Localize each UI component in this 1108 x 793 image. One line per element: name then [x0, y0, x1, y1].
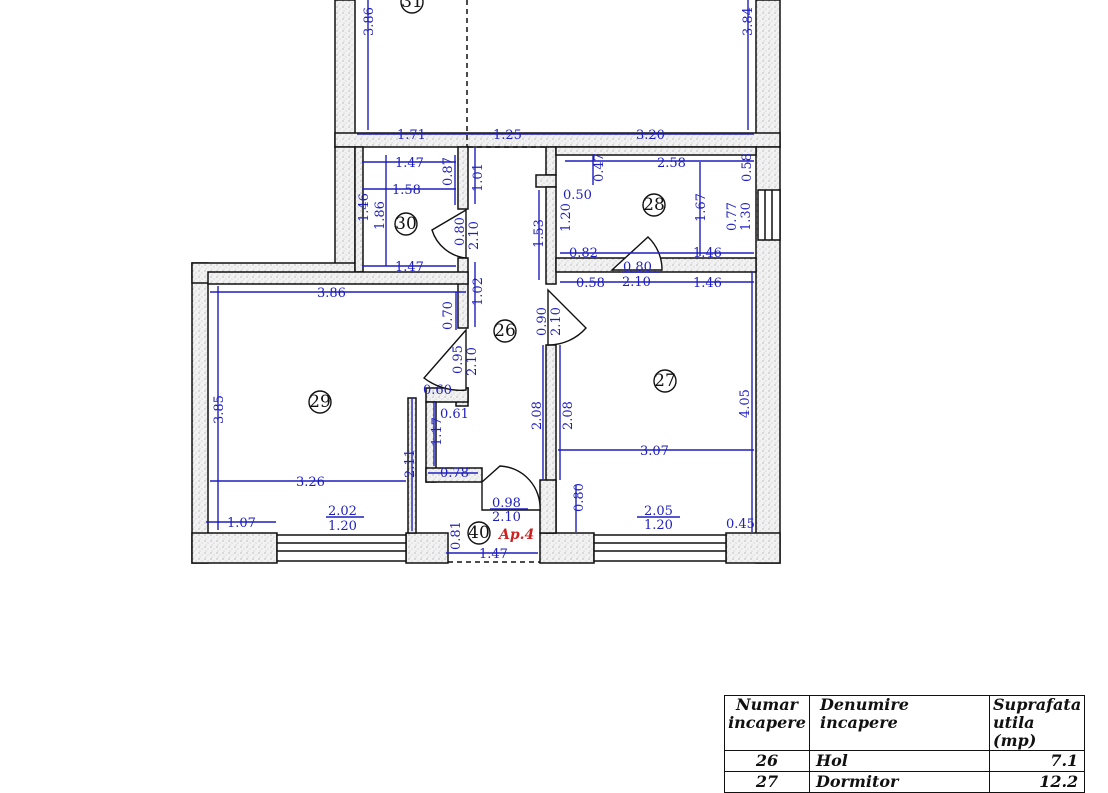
dim-label: 2.10	[467, 221, 482, 250]
room-27-number: 27	[654, 371, 676, 391]
room-26-number: 26	[494, 321, 516, 341]
dim-label: 1.46	[693, 246, 722, 261]
dim-label: 1.20	[559, 203, 574, 232]
dim-label: 1.86	[373, 201, 388, 230]
room-28-number: 28	[643, 195, 665, 215]
dim-label: 1.20	[328, 519, 357, 534]
dim-label: 0.81	[449, 521, 464, 550]
dim-label: 1.47	[479, 547, 508, 562]
legend-header-name: Denumire incapere	[809, 695, 990, 751]
legend-header-area: Suprafata utila (mp)	[988, 695, 1086, 751]
legend-header-area-line1: Suprafata	[993, 695, 1082, 714]
dim-label: 0.80	[623, 260, 652, 275]
apartment-label: Ap.4	[497, 527, 534, 543]
dim-label: 0.50	[563, 188, 592, 203]
dim-label: 0.95	[451, 345, 466, 374]
dim-label: 1.20	[644, 518, 673, 533]
dim-label: 2.08	[530, 401, 545, 430]
dim-label: 3.85	[212, 395, 227, 424]
dim-label: 0.80	[453, 217, 468, 246]
dim-label: 1.46	[693, 276, 722, 291]
dim-label: 0.60	[423, 383, 452, 398]
dim-label: 2.02	[328, 504, 357, 519]
dim-label: 1.47	[395, 156, 424, 171]
dim-label: 0.87	[441, 157, 456, 186]
table-row: 27 Dormitor 12.2	[724, 771, 1086, 793]
legend-header-name-line1: Denumire	[820, 695, 909, 714]
dim-label: 2.10	[622, 275, 651, 290]
dim-label: 1.46	[357, 193, 372, 222]
table-row: 26 Hol 7.1	[724, 750, 1086, 772]
dim-label: 2.10	[549, 307, 564, 336]
dim-label: 1.30	[739, 202, 754, 231]
room-31-number: 31	[401, 0, 423, 12]
dimension-lines	[206, 0, 754, 554]
dim-label: 0.82	[569, 246, 598, 261]
dim-label: 2.05	[644, 504, 673, 519]
legend-header-number-line2: incapere	[728, 713, 806, 732]
dim-label: 1.58	[392, 183, 421, 198]
dim-label: 1.17	[430, 417, 445, 446]
dim-label: 0.47	[592, 153, 607, 182]
legend-header-area-line2: utila (mp)	[993, 713, 1037, 750]
open-boundaries	[448, 0, 546, 563]
dim-label: 1.47	[395, 260, 424, 275]
dim-label: 0.80	[572, 483, 587, 512]
dim-label: 2.58	[657, 156, 686, 171]
windows	[276, 189, 781, 562]
room-legend-table: Numar incapere Denumire incapere Suprafa…	[724, 695, 1086, 793]
dim-label: 3.20	[636, 128, 665, 143]
room-40-number: 40	[468, 523, 490, 543]
dim-label: 1.71	[397, 128, 426, 143]
dim-label: 0.90	[535, 307, 550, 336]
dim-label: 2.10	[492, 510, 521, 525]
dim-label: 0.70	[441, 301, 456, 330]
dim-label: 1.01	[471, 163, 486, 192]
legend-header-row: Numar incapere Denumire incapere Suprafa…	[724, 695, 1086, 751]
dim-label: 3.26	[296, 475, 325, 490]
dim-label: 0.78	[440, 466, 469, 481]
dim-label: 2.11	[403, 449, 418, 478]
dim-label: 3.86	[362, 7, 377, 36]
dim-label: 2.10	[465, 347, 480, 376]
legend-room-name: Dormitor	[809, 771, 990, 793]
legend-room-area: 12.2	[988, 771, 1086, 793]
legend-header-number: Numar incapere	[724, 695, 810, 751]
dim-label: 0.77	[725, 202, 740, 231]
dim-label: 3.84	[741, 7, 756, 36]
dimension-labels: 3.86 3.84 1.71 1.25 3.20 1.47 0.87 1.58 …	[212, 7, 756, 562]
dim-label: 0.58	[740, 153, 755, 182]
legend-room-area: 7.1	[988, 750, 1086, 772]
dim-label: 1.53	[532, 219, 547, 248]
room-29-number: 29	[309, 392, 331, 412]
dim-label: 3.86	[317, 286, 346, 301]
dim-label: 1.67	[694, 193, 709, 222]
legend-header-number-line1: Numar	[736, 695, 798, 714]
room-30-number: 30	[395, 214, 417, 234]
legend-room-number: 27	[724, 771, 810, 793]
dim-label: 1.02	[471, 277, 486, 306]
dim-label: 0.98	[492, 496, 521, 511]
exterior-walls	[191, 0, 781, 564]
dim-label: 4.05	[738, 389, 753, 418]
dim-label: 2.08	[561, 401, 576, 430]
dim-label: 0.61	[440, 407, 469, 422]
legend-room-name: Hol	[809, 750, 990, 772]
dim-label: 0.58	[576, 276, 605, 291]
dim-label: 1.07	[227, 516, 256, 531]
dim-label: 0.45	[726, 517, 755, 532]
dim-label: 3.07	[640, 444, 669, 459]
room-markers: 31 30 28 26 27 29 40 Ap.4	[308, 0, 677, 545]
legend-header-name-line2: incapere	[820, 713, 898, 732]
dim-label: 1.25	[493, 128, 522, 143]
legend-room-number: 26	[724, 750, 810, 772]
